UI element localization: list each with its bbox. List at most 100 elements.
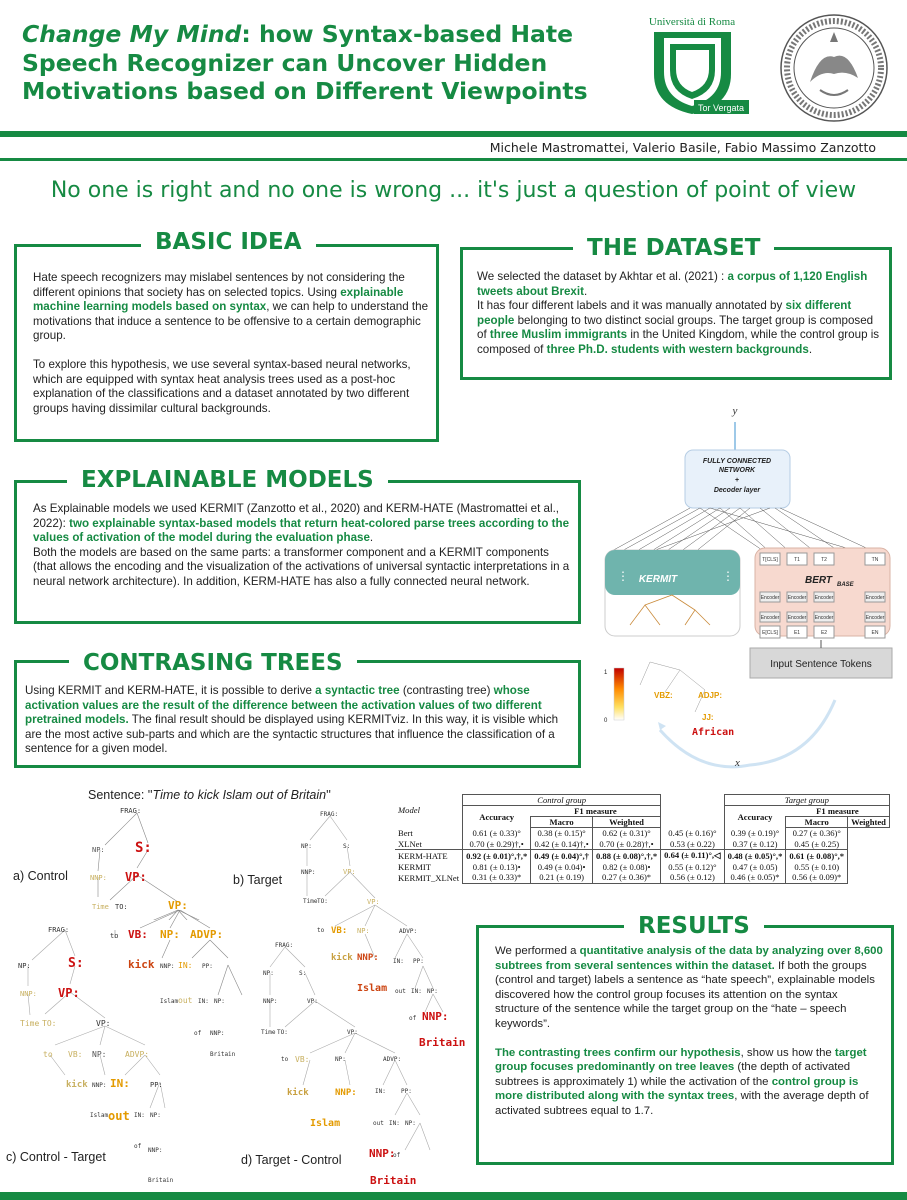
text-run: It has four different labels and it was … (477, 299, 786, 313)
embed-2: E2 (821, 630, 827, 636)
tree-target: FRAG: NP: S: NNP: VP: Time TO: VP: to VB… (301, 811, 465, 1049)
node-pp: PP: (413, 958, 424, 965)
contrasting-trees-title: CONTRASING TREES (69, 649, 357, 677)
node-in: IN: (375, 1088, 386, 1095)
cell-value: 0.49 (± 0.04)°,† (530, 849, 593, 861)
cell-value: 0.39 (± 0.19)° (723, 827, 786, 839)
text-run: . (808, 342, 813, 356)
input-tokens-label: Input Sentence Tokens (770, 659, 872, 670)
header-f1-c: F1 measure (530, 805, 662, 817)
text-highlight: three Ph.D. students with western backgr… (546, 342, 809, 356)
cell-value: 0.56 (± 0.12) (660, 872, 725, 884)
results-table: Model Control group Target group Accurac… (395, 794, 890, 884)
node-advp: ADVP: (125, 1050, 149, 1059)
bert-sub-label: BASE (837, 582, 855, 588)
node-nnp3: NNP: (369, 1147, 396, 1160)
leaf-of: of (194, 1030, 202, 1037)
node-vb: VB: (331, 926, 347, 936)
input-x-label: x (734, 757, 740, 769)
node-vp2: VP: (347, 1029, 358, 1036)
node-vp: VP: (58, 986, 80, 1000)
authors: Michele Mastromattei, Valerio Basile, Fa… (489, 140, 876, 155)
sentence-text: Time to kick Islam out of Britain (152, 788, 327, 802)
cell-model: XLNet (398, 838, 422, 849)
cell-value: 0.61 (± 0.08)°,* (785, 849, 849, 861)
leaf-kick: kick (331, 952, 353, 963)
cell-model: Bert (398, 828, 413, 838)
node-nnp: NNP: (263, 998, 277, 1005)
leaf-britain: Britain (148, 1177, 174, 1184)
leaf-kick: kick (66, 1079, 88, 1090)
text-run: If both the groups (control and target) … (495, 959, 875, 1030)
leaf-out: out (178, 996, 193, 1005)
node-nnp3: NNP: (148, 1147, 162, 1154)
node-np2: NP: (335, 1056, 346, 1063)
text-run: . (369, 531, 374, 545)
embed-n: EN (872, 630, 879, 636)
cell-value: 0.45 (± 0.25) (785, 838, 849, 850)
leaf-britain: Britain (419, 1036, 465, 1049)
node-s: S: (299, 970, 306, 977)
node-nnp2: NNP: (160, 963, 174, 970)
tree-control: FRAG: NP: S: NNP: VP: Time TO: VP: (90, 807, 200, 920)
node-vp2: VP: (367, 898, 380, 906)
text-highlight: whose activation values are the result o… (25, 684, 542, 727)
encoder-3: Encoder (815, 595, 834, 601)
tree-control-lower: to VB: NP: ADVP: kick NNP: IN: PP: Islam… (110, 910, 243, 1058)
header-weighted-t: Weighted (847, 816, 890, 828)
arch-adjp: ADJP: (698, 691, 722, 700)
encoder-1: Encoder (761, 595, 780, 601)
node-advp: ADVP: (383, 1056, 401, 1063)
node-np3: NP: (427, 988, 438, 995)
encoder-7: Encoder (815, 615, 834, 621)
leaf-out: out (108, 1109, 130, 1123)
tree-label-d: d) Target - Control (241, 1153, 342, 1167)
contrasting-trees-text: Using KERMIT and KERM-HATE, it is possib… (25, 684, 577, 757)
sentence-caption: Sentence: ''Time to kick Islam out of Br… (88, 788, 331, 802)
header-target: Target group (723, 794, 890, 806)
text-highlight: explainable machine learning models base… (33, 285, 404, 314)
header-band (0, 131, 907, 137)
results-table-wrap: Model Control group Target group Accurac… (395, 794, 899, 890)
node-in: IN: (393, 958, 404, 965)
leaf-britain: Britain (210, 1051, 236, 1058)
cell-model: KERMIT (398, 861, 431, 872)
output-label: y (732, 405, 738, 417)
node-nnp2: NNP: (357, 953, 379, 963)
header-weighted-c: Weighted (591, 816, 662, 828)
node-vp: VP: (343, 868, 356, 876)
arch-african: African (692, 726, 734, 738)
text-highlight: a syntactic tree (315, 684, 400, 697)
results-box: RESULTS We performed a quantitative anal… (476, 912, 894, 1165)
encoder-8: Encoder (866, 615, 885, 621)
title-italic: Change My Mind (22, 20, 242, 48)
token-cls: T[CLS] (762, 557, 778, 563)
cell-value: 0.46 (± 0.05)* (723, 872, 786, 884)
fc-line2: NETWORK (719, 467, 756, 474)
embed-cls: E[CLS] (762, 630, 778, 636)
text-run: belonging to two distinct social groups.… (477, 313, 874, 342)
text-highlight: a corpus of 1,120 English tweets about B… (477, 270, 868, 298)
encoder-6: Encoder (788, 615, 807, 621)
text-run: Both the models are based on the same pa… (33, 545, 570, 588)
text-run: As Explainable models we used KERMIT (Za… (33, 502, 560, 530)
node-in: IN: (110, 1077, 130, 1090)
node-pp: PP: (202, 963, 213, 970)
dataset-text: We selected the dataset by Akhtar et al.… (477, 270, 881, 358)
leaf-to: to (281, 1056, 289, 1063)
leaf-britain: Britain (370, 1174, 416, 1185)
kermit-label: KERMIT (639, 574, 678, 585)
node-advp: ADVP: (190, 928, 223, 941)
cell-value: 0.55 (± 0.10) (785, 861, 849, 872)
node-np2: NP: (92, 1050, 106, 1059)
footer-band (0, 1192, 907, 1200)
cell-value: 0.55 (± 0.12)° (660, 861, 725, 872)
node-advp: ADVP: (399, 928, 417, 935)
node-np: NP: (301, 843, 312, 850)
node-np: NP: (263, 970, 274, 977)
text-highlight: The contrasting trees confirm our hypoth… (495, 1046, 741, 1059)
node-vp2: VP: (96, 1019, 110, 1028)
embed-1: E1 (794, 630, 800, 636)
